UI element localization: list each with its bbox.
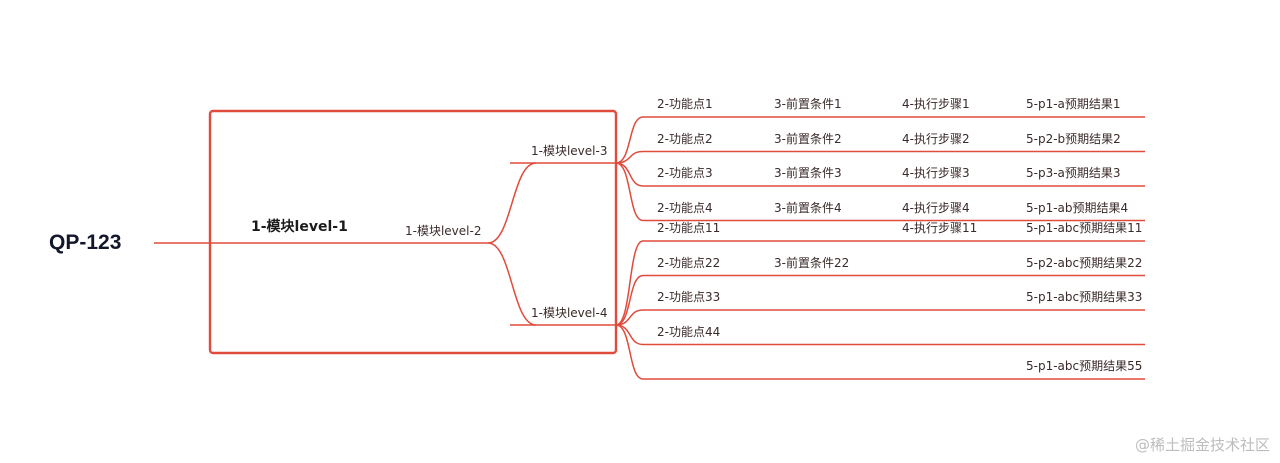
result-label[interactable]: 5-p2-abc预期结果22: [1026, 255, 1143, 270]
feature-label[interactable]: 2-功能点22: [657, 255, 721, 270]
feature-label[interactable]: 2-功能点4: [657, 200, 713, 215]
result-label[interactable]: 5-p3-a预期结果3: [1026, 166, 1121, 180]
feature-label[interactable]: 2-功能点3: [657, 166, 713, 180]
row-curve: [615, 324, 644, 380]
precondition-label[interactable]: 3-前置条件4: [774, 200, 842, 215]
result-label[interactable]: 5-p1-abc预期结果11: [1026, 221, 1143, 235]
step-label[interactable]: 4-执行步骤3: [902, 166, 970, 180]
precondition-label[interactable]: 3-前置条件1: [774, 97, 842, 111]
watermark: @稀土掘金技术社区: [1134, 436, 1270, 454]
branch-curve: [487, 242, 537, 326]
result-label[interactable]: 5-p2-b预期结果2: [1026, 131, 1121, 146]
precondition-label[interactable]: 3-前置条件2: [774, 131, 842, 146]
group-box: [208, 109, 618, 355]
result-label[interactable]: 5-p1-ab预期结果4: [1026, 200, 1129, 215]
group-box-title[interactable]: 1-模块level-1: [251, 219, 348, 235]
result-label[interactable]: 5-p1-abc预期结果55: [1026, 359, 1143, 373]
feature-label[interactable]: 2-功能点2: [657, 131, 713, 146]
result-label[interactable]: 5-p1-abc预期结果33: [1026, 290, 1143, 304]
row-curve: [615, 274, 644, 326]
precondition-label[interactable]: 3-前置条件22: [774, 255, 850, 270]
row-curve: [615, 162, 644, 222]
row-curve: [615, 324, 644, 346]
feature-label[interactable]: 2-功能点1: [657, 97, 713, 111]
row-curve: [615, 309, 644, 326]
branch-label[interactable]: 1-模块level-3: [531, 144, 608, 158]
step-label[interactable]: 4-执行步骤11: [902, 221, 978, 235]
result-label[interactable]: 5-p1-a预期结果1: [1026, 97, 1121, 111]
step-label[interactable]: 4-执行步骤1: [902, 97, 970, 111]
row-curve: [615, 162, 644, 187]
row-curve: [615, 240, 644, 326]
feature-label[interactable]: 2-功能点44: [657, 324, 721, 339]
root-node-label[interactable]: QP-123: [49, 231, 122, 254]
step-label[interactable]: 4-执行步骤4: [902, 200, 970, 215]
step-label[interactable]: 4-执行步骤2: [902, 131, 970, 146]
precondition-label[interactable]: 3-前置条件3: [774, 166, 842, 180]
row-curve: [615, 116, 644, 164]
feature-label[interactable]: 2-功能点11: [657, 221, 721, 235]
branch-curve: [487, 162, 537, 244]
level2-label[interactable]: 1-模块level-2: [405, 224, 482, 238]
branch-label[interactable]: 1-模块level-4: [531, 306, 608, 320]
feature-label[interactable]: 2-功能点33: [657, 290, 721, 304]
